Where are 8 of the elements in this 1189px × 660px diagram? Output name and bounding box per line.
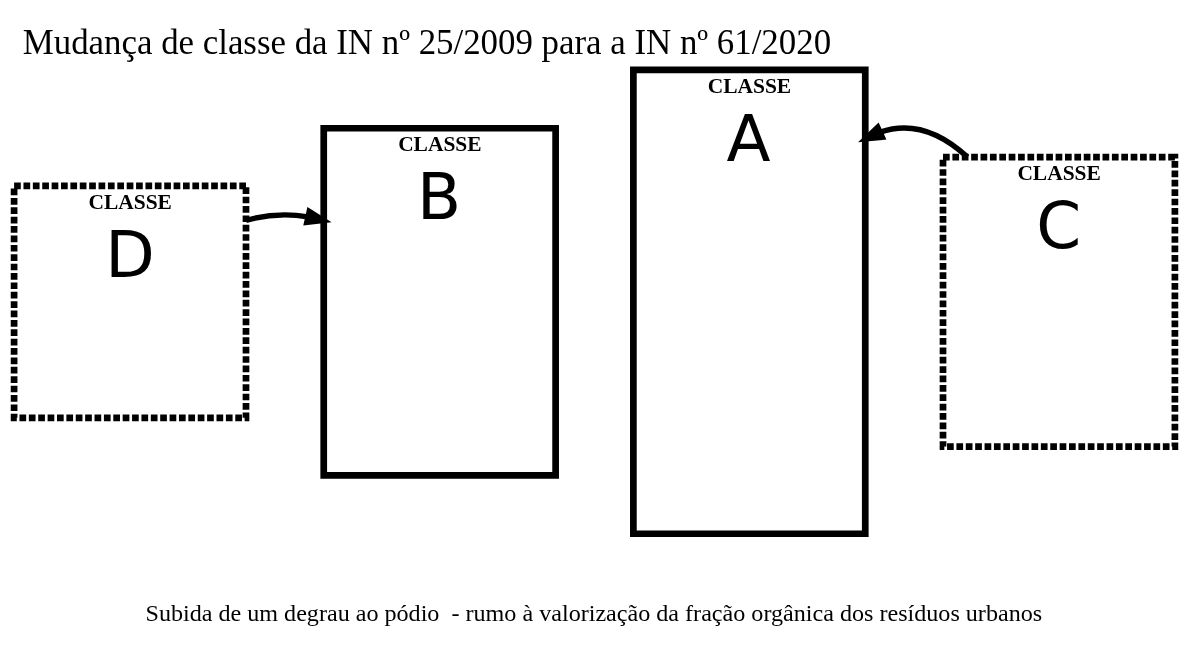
node-box: CLASSE A: [630, 66, 869, 538]
diagram-title: Mudança de classe da IN nº 25/2009 para a IN nº 61/2020: [22, 22, 832, 62]
arrow: [245, 207, 332, 226]
node-box: CLASSE C: [939, 153, 1179, 450]
node-box: CLASSE B: [320, 124, 559, 479]
arrow: [858, 122, 970, 160]
caption: Subida de um degrau ao pódio - rumo à valorização da fração orgânica dos resíduos urbanos: [145, 600, 1043, 627]
node-box: CLASSE D: [10, 182, 250, 422]
